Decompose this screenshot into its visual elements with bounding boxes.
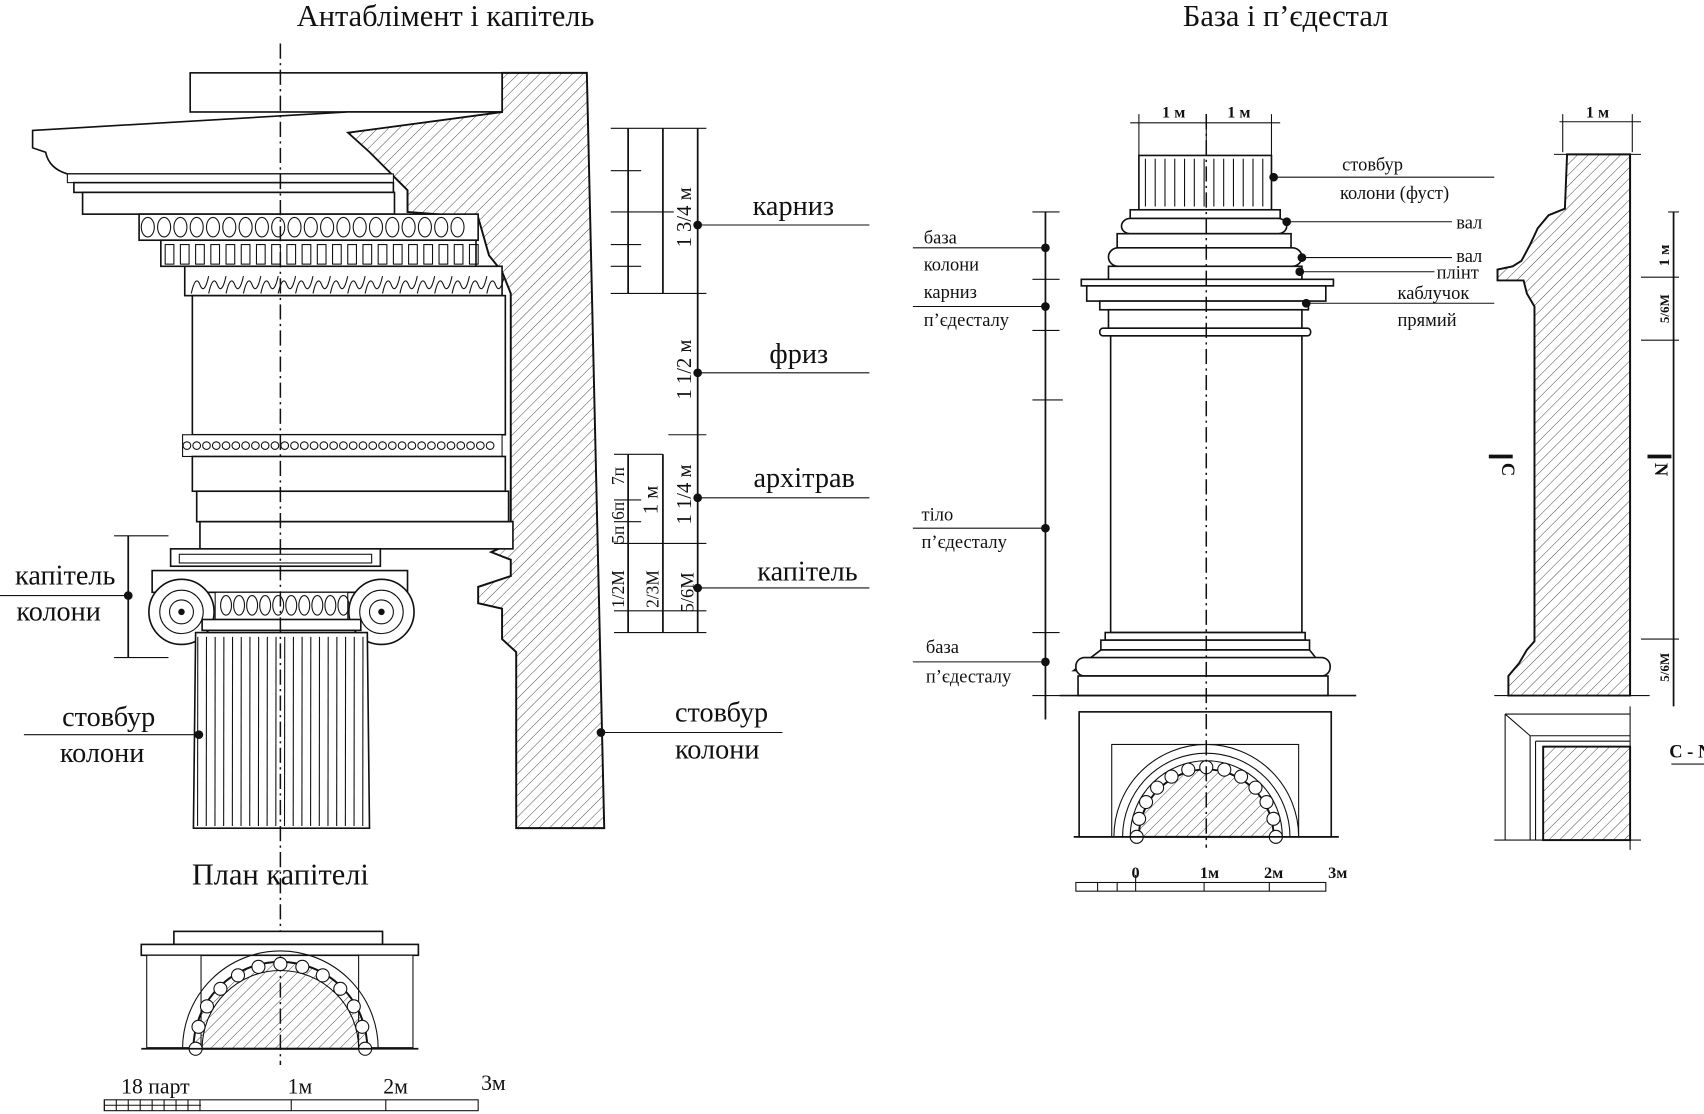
architrave-fascia-2 <box>195 490 510 523</box>
label-base-column-2: колони <box>924 255 979 275</box>
label-capital-column-2: колони <box>16 597 101 628</box>
label-capital: капітель <box>757 556 857 587</box>
base-scotia <box>1116 232 1292 249</box>
section-cn-hatch <box>1542 745 1632 842</box>
base-title: База і п’єдестал <box>1183 0 1388 33</box>
cornice-fascia <box>81 191 396 215</box>
scale-r-1m: 1м <box>1200 863 1219 882</box>
shaft-flutes <box>197 636 364 826</box>
frieze <box>191 294 507 436</box>
cymatium-band <box>183 265 503 297</box>
architrave-ornament <box>182 434 503 458</box>
architrave-fascia-3 <box>199 520 514 550</box>
section-mark-c: C <box>1498 463 1518 476</box>
capital-astragal <box>201 618 362 632</box>
base-upper-torus <box>1120 217 1288 235</box>
scale-parts: 18 парт <box>121 1074 190 1098</box>
dim-profile-1: 1 м <box>1656 245 1673 267</box>
plan-shaft-section <box>192 960 369 1050</box>
section-mark-n: N <box>1651 463 1671 477</box>
dim-fascia-7: 7п <box>609 467 628 485</box>
entablature-elevation: Антаблімент і капітель <box>0 0 870 1112</box>
dentils <box>164 244 479 265</box>
scale-r-0: 0 <box>1132 863 1140 882</box>
label-plinth: плінт <box>1437 262 1479 282</box>
scale-2m: 2м <box>383 1074 408 1098</box>
scale-1m: 1м <box>288 1074 313 1098</box>
cornice-ornament-band <box>66 173 394 184</box>
label-base-column-1: база <box>924 227 957 247</box>
label-astragal-1: каблучок <box>1398 283 1470 303</box>
right-scale-bar: 0 1м 2м 3м <box>1075 863 1347 892</box>
pedestal-base-fillet <box>1104 631 1306 641</box>
dim-architrave: 1 1/4 м <box>674 464 696 524</box>
label-shaft-left-1: стовбур <box>62 702 155 733</box>
label-cornice-ped-2: п’єдесталу <box>924 310 1010 330</box>
dim-profile-top: 1 м <box>1586 102 1609 121</box>
dim-frieze: 1 1/2 м <box>674 340 696 400</box>
label-shaft-1: стовбур <box>1342 155 1403 175</box>
base-lower-torus <box>1107 247 1303 268</box>
cornice-corona <box>31 111 503 175</box>
label-capital-column-1: капітель <box>15 561 115 592</box>
left-scale-bar: 18 парт 1м 2м 3м <box>103 1071 506 1112</box>
plan-volute-left <box>146 954 202 1049</box>
label-shaft-right-1: стовбур <box>675 698 768 729</box>
label-shaft-right-2: колони <box>675 735 760 766</box>
label-shaft-left-2: колони <box>60 738 145 769</box>
cornice-fillet <box>73 181 395 194</box>
cornice-top-block <box>189 72 503 113</box>
entablature-dimensions: 1 3/4 м 1 1/2 м 1 1/4 м 1 м 7п 6п 5п 5/6… <box>609 127 707 634</box>
label-cornice-ped-1: карниз <box>924 282 977 302</box>
label-torus-2: вал <box>1456 246 1482 266</box>
label-base-ped-2: п’єдесталу <box>926 667 1012 687</box>
dim-profile-2: 5/6М <box>1657 294 1672 323</box>
dim-cornice: 1 3/4 м <box>674 187 696 247</box>
dim-capital-a: 1/2М <box>609 570 628 608</box>
dim-top-left: 1 м <box>1162 102 1185 121</box>
dim-profile-3: 5/6М <box>1657 653 1672 682</box>
plan-title: План капітелі <box>192 858 369 892</box>
dim-capital: 5/6М <box>677 572 697 612</box>
architrave-fascia-1 <box>191 455 507 493</box>
label-base-ped-1: база <box>926 637 959 657</box>
label-astragal-2: прямий <box>1398 310 1457 330</box>
dim-fascia-6: 6п <box>609 502 628 520</box>
shaft-bottom <box>1138 154 1273 211</box>
capital-plan: План капітелі <box>140 858 420 1056</box>
entablature-title: Антаблімент і капітель <box>297 0 595 33</box>
base-plinth <box>1107 265 1303 281</box>
egg-and-dart-row <box>138 213 479 242</box>
pedestal-cornice-top <box>1080 278 1335 287</box>
section-label-cn: C - N <box>1669 742 1704 762</box>
dim-top-right: 1 м <box>1227 102 1250 121</box>
pedestal-labels: база колони карниз п’єдесталу тіло п’єде… <box>912 155 1495 720</box>
label-body-ped-1: тіло <box>922 505 954 525</box>
label-architrave: архітрав <box>754 463 855 494</box>
pedestal-base-torus <box>1075 656 1331 677</box>
scale-r-2m: 2м <box>1264 863 1283 882</box>
pedestal-profile-section: 1 м 1 м 5/6М 5/6М C N C - N <box>1488 102 1704 850</box>
pedestal-plinth <box>1077 675 1329 697</box>
label-cornice: карниз <box>753 191 834 222</box>
label-body-ped-2: п’єдесталу <box>922 532 1008 552</box>
dim-architrave-inner: 1 м <box>640 486 662 515</box>
dim-capital-b: 2/3М <box>644 570 663 608</box>
label-frieze: фриз <box>769 339 828 370</box>
column-shaft <box>192 631 371 829</box>
dim-fascia-5: 5п <box>609 526 628 544</box>
label-torus-1: вал <box>1456 212 1482 232</box>
scale-3m: 3м <box>481 1071 506 1095</box>
base-pedestal-elevation: База і п’єдестал 1 м 1 м <box>912 0 1704 892</box>
scale-r-3m: 3м <box>1328 863 1347 882</box>
label-shaft-2: колони (фуст) <box>1340 183 1449 204</box>
entablature-labels: карниз фриз архітрав капітель капітель к… <box>0 191 870 769</box>
